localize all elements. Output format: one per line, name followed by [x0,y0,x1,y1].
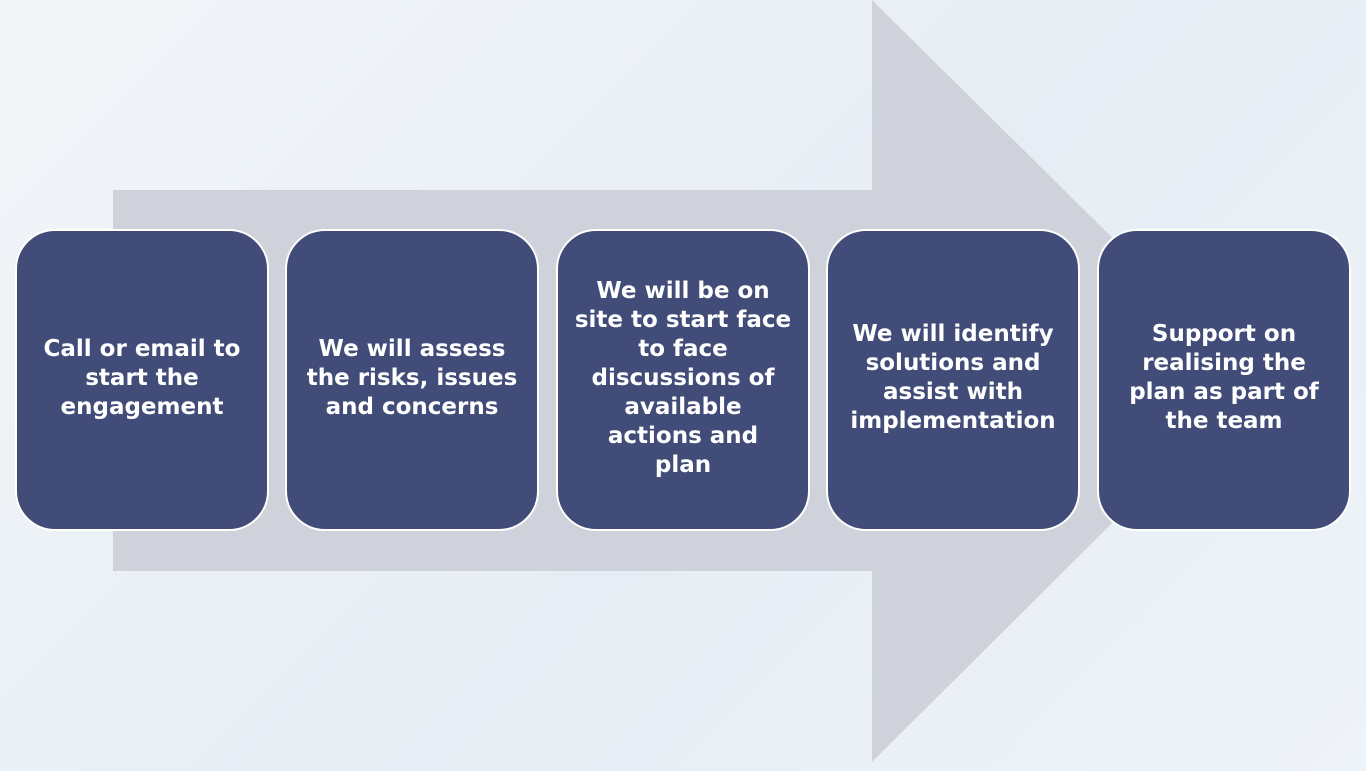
step-2-text: We will assess the risks, issues and con… [306,335,518,420]
step-2-box: We will assess the risks, issues and con… [285,229,539,531]
step-5-box: Support on realising the plan as part of… [1097,229,1351,531]
step-1-text: Call or email to start the engagement [43,335,241,420]
step-1-box: Call or email to start the engagement [15,229,269,531]
step-3-text: We will be on site to start face to face… [574,277,792,478]
step-4-text: We will identify solutions and assist wi… [850,321,1056,434]
step-5-text: Support on realising the plan as part of… [1129,321,1319,434]
step-3-box: We will be on site to start face to face… [556,229,810,531]
step-4-box: We will identify solutions and assist wi… [826,229,1080,531]
